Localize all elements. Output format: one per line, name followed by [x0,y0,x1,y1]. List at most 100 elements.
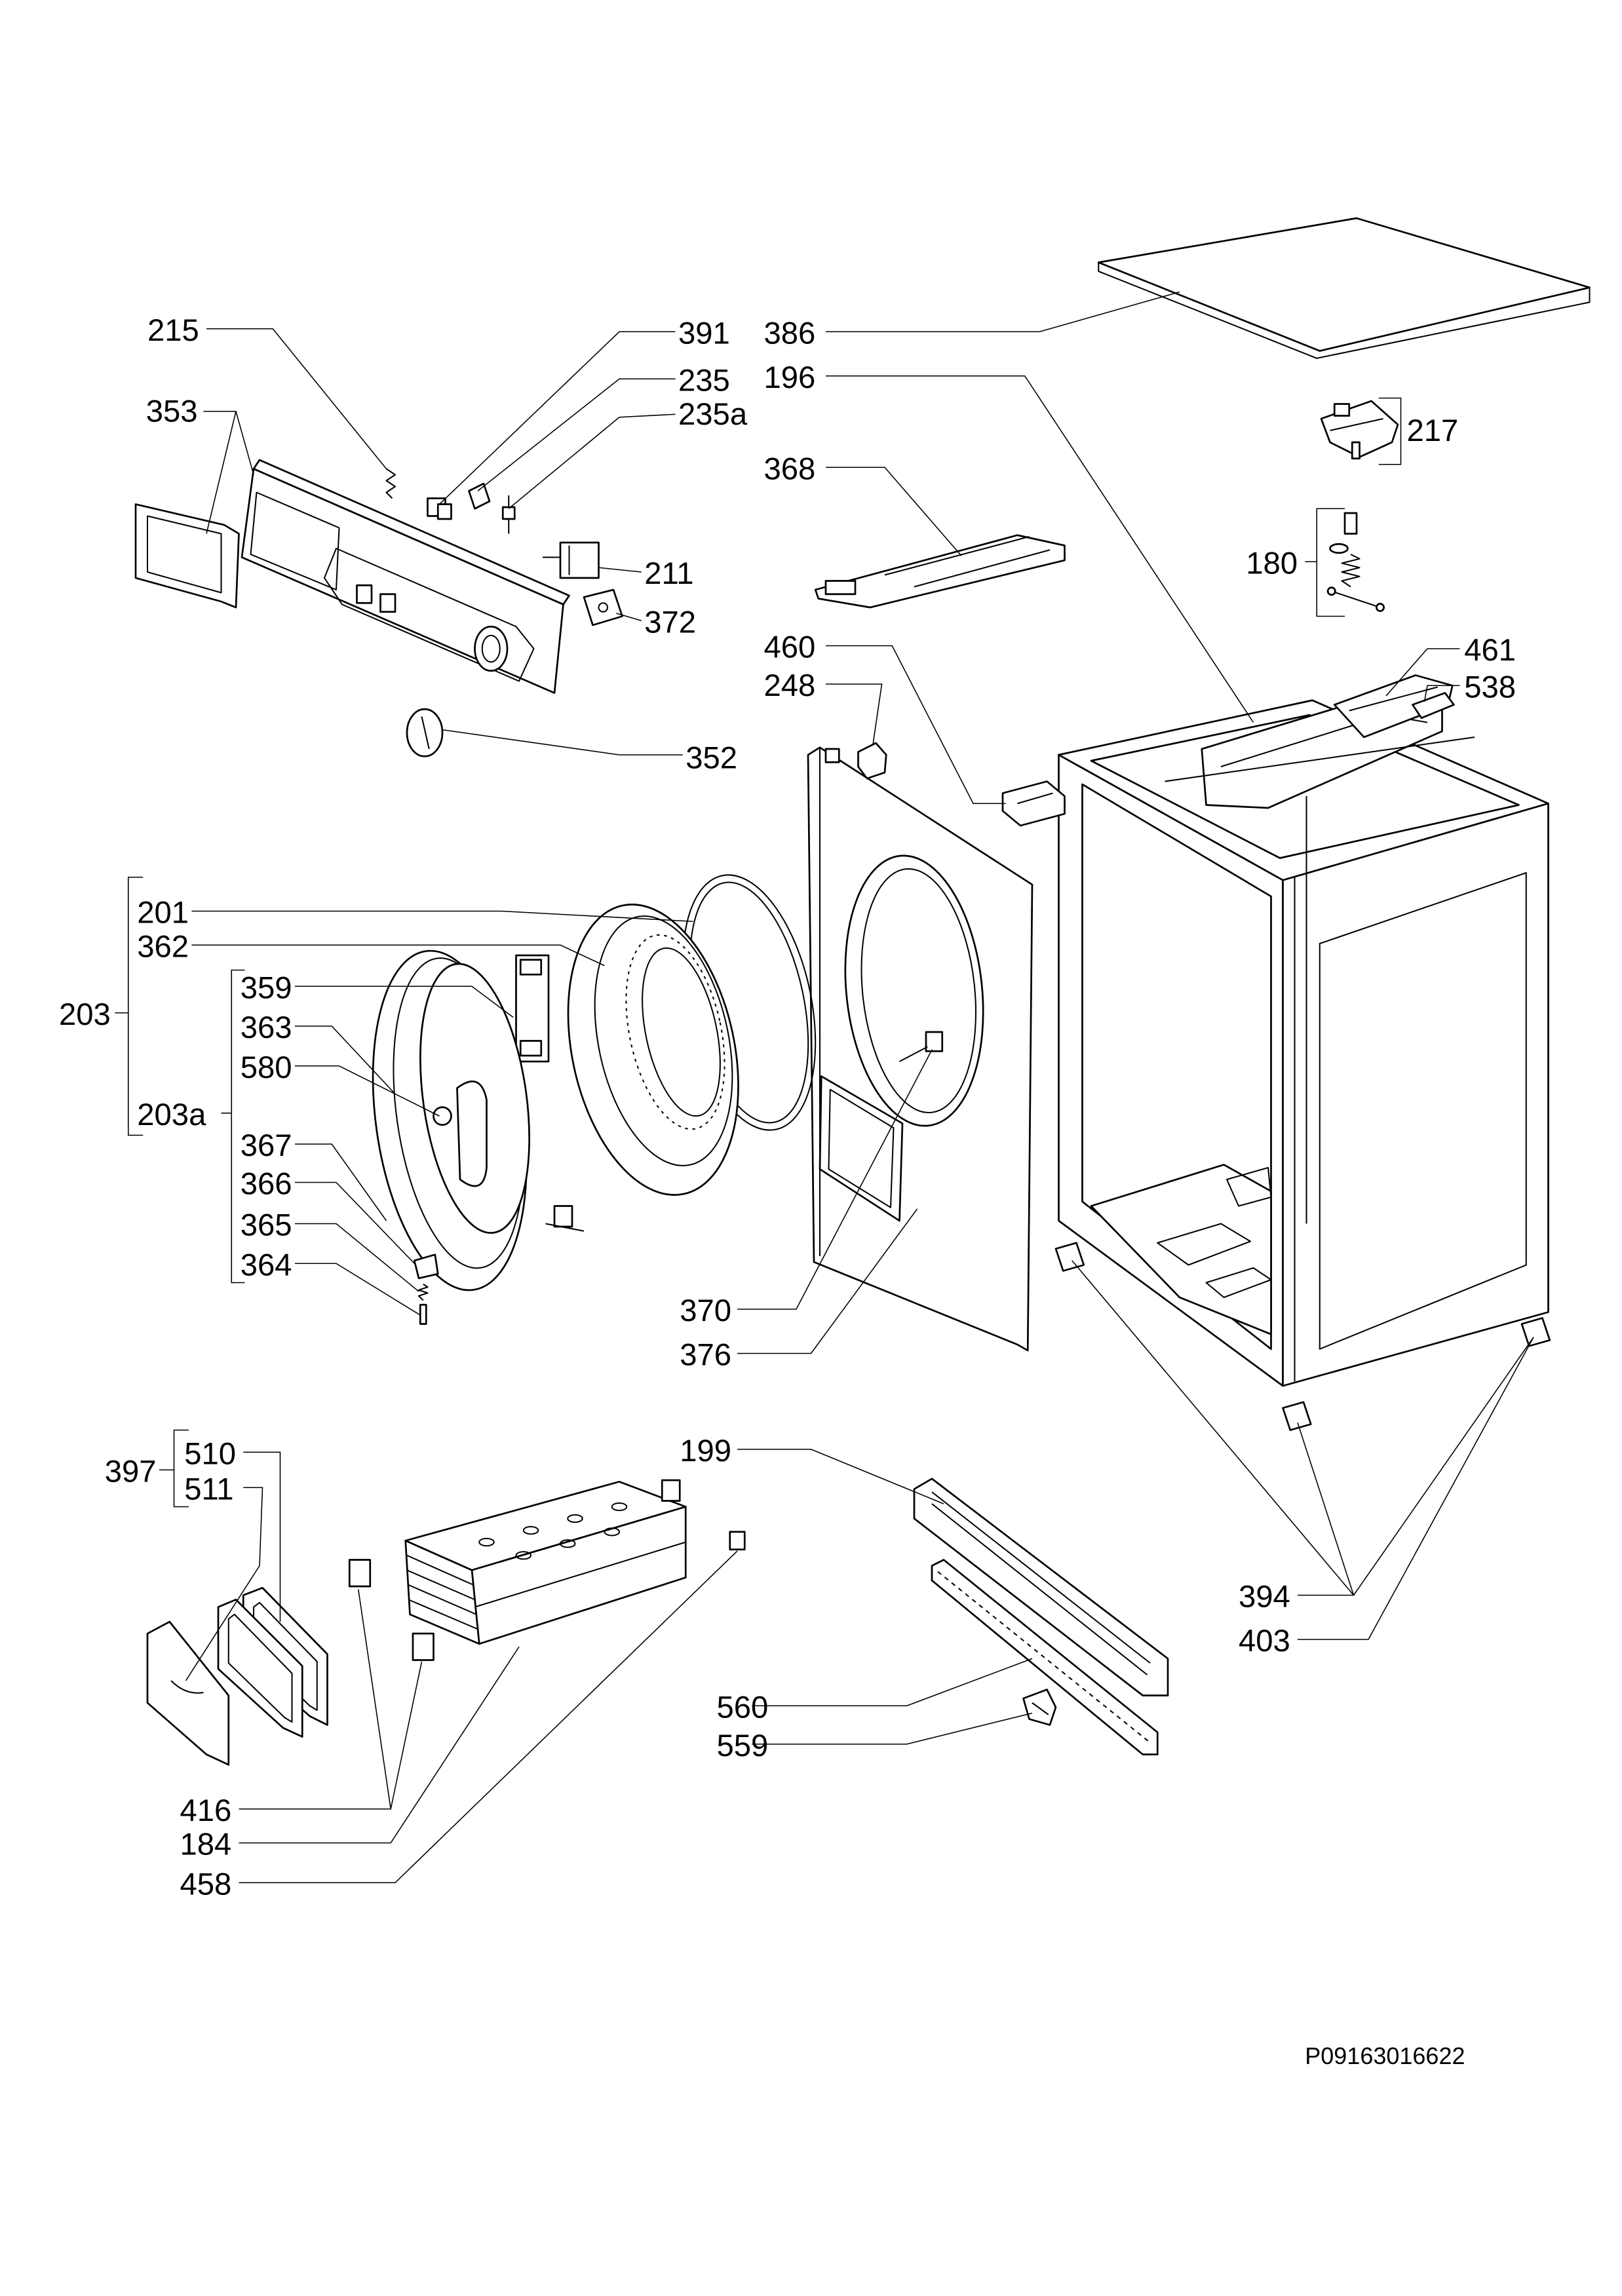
leader-line-211 [598,567,642,573]
striker-pin [545,1223,585,1232]
part-spring-215 [385,468,396,499]
callout-461: 461 [1464,633,1516,668]
leader-line-416 [390,1661,423,1809]
callout-560: 560 [717,1690,769,1725]
leader-line-363 [295,1025,396,1095]
plinth-ridge [931,1491,1151,1664]
filter-end-grid [404,1539,480,1645]
inner-door-perforation [625,934,725,1130]
foot-front-left [1054,1242,1085,1272]
bracket-217 [1378,397,1402,465]
foot-front-right [1520,1317,1551,1347]
switch-235-body [468,482,491,510]
spring-washer [1329,543,1349,554]
clip-416-b [412,1632,434,1661]
leader-lines [115,291,1534,1884]
control-panel-knob-ring [481,634,501,663]
filter-hole [567,1514,583,1523]
bracket-372-body [583,588,623,626]
drawer-inner [146,515,222,594]
part-top-cover [1097,217,1591,359]
leader-line-362 [191,944,605,966]
callout-235: 235 [678,363,730,398]
catch-366-body [413,1253,439,1280]
cabinet-base-plate [1157,1223,1252,1266]
spring-coil [1341,554,1361,588]
control-panel-button [379,593,396,613]
leader-line-458 [239,1550,738,1884]
part-door-switch-370 [899,1031,944,1062]
control-panel-display-band [323,547,535,682]
part-filter-184 [404,1480,687,1645]
inner-door-rim [594,915,733,1166]
part-catch-366 [413,1253,439,1280]
spring-365-coil [417,1283,429,1301]
filter-hole [611,1502,628,1512]
filter-hole [604,1527,621,1537]
control-panel-drawer-opening [250,491,340,591]
leader-line-510 [243,1451,281,1622]
callout-labels: 215 353 391 235 235a 211 372 352 386 196… [59,313,1516,1902]
spring-215-coil [385,468,396,499]
cabinet-base-plate [1205,1267,1272,1299]
callout-211: 211 [644,556,693,591]
filter-grid-line [408,1599,478,1630]
leader-line-538 [1423,685,1460,702]
catch-460-detail [1017,792,1053,805]
leader-line-359 [295,985,514,1018]
callout-370: 370 [680,1293,731,1328]
part-catch-460 [1001,780,1066,827]
callout-363: 363 [241,1010,292,1045]
front-panel-cutout-rim [828,1088,895,1208]
filter-side-line [474,1541,686,1608]
leader-line-248 [826,683,883,745]
switch-370-pin [899,1046,928,1062]
hook-248-body [857,742,887,780]
spring-holder [1343,512,1358,535]
cabinet-front-inset [1319,871,1527,1350]
callout-203a: 203a [137,1098,206,1132]
clip-458-a [661,1479,681,1502]
callout-366: 366 [241,1167,292,1202]
clip-559-detail [1032,1702,1049,1715]
bracket-203 [127,876,144,1136]
leader-line-580 [295,1065,440,1117]
leader-line-367 [295,1143,387,1221]
leader-line-353 [203,410,237,534]
callout-359: 359 [241,970,292,1005]
bracket-203a [231,969,245,1284]
top-cover-edge [1098,262,1591,359]
part-control-panel [241,459,570,694]
filter-grid-line [408,1584,477,1615]
part-inner-door-362 [567,904,739,1196]
clip-458-b [729,1531,746,1551]
pin-364-body [419,1303,427,1325]
part-air-duct-461 [1333,674,1454,738]
leader-line-366 [295,1181,417,1266]
part-handle-580 [433,1081,488,1187]
cabinet-crossbar [1165,737,1475,782]
front-panel-opening-rim [860,868,977,1113]
cabinet-base-plate [1226,1166,1272,1207]
callout-199: 199 [680,1434,731,1468]
leader-line-376 [737,1208,918,1354]
control-panel-button [356,584,373,604]
bracket-372-hole [598,602,609,613]
callout-511: 511 [184,1472,233,1506]
callout-580: 580 [241,1050,292,1085]
part-spring-assembly [1326,512,1385,612]
callout-352: 352 [685,740,737,775]
callout-248: 248 [764,668,816,703]
filter-grid-line [406,1554,474,1586]
front-panel-filter-cutout [819,1075,904,1222]
panel-368-ridge [914,549,1051,588]
callout-353: 353 [146,394,198,429]
callout-184: 184 [180,1827,232,1862]
latch-pin [1351,441,1361,460]
leader-line-352 [442,729,683,756]
catch-460-body [1001,780,1066,827]
front-panel-door-opening [844,854,984,1127]
switch-370-body [925,1031,944,1052]
clip-416-a [348,1559,372,1588]
part-detergent-drawer [134,503,240,609]
